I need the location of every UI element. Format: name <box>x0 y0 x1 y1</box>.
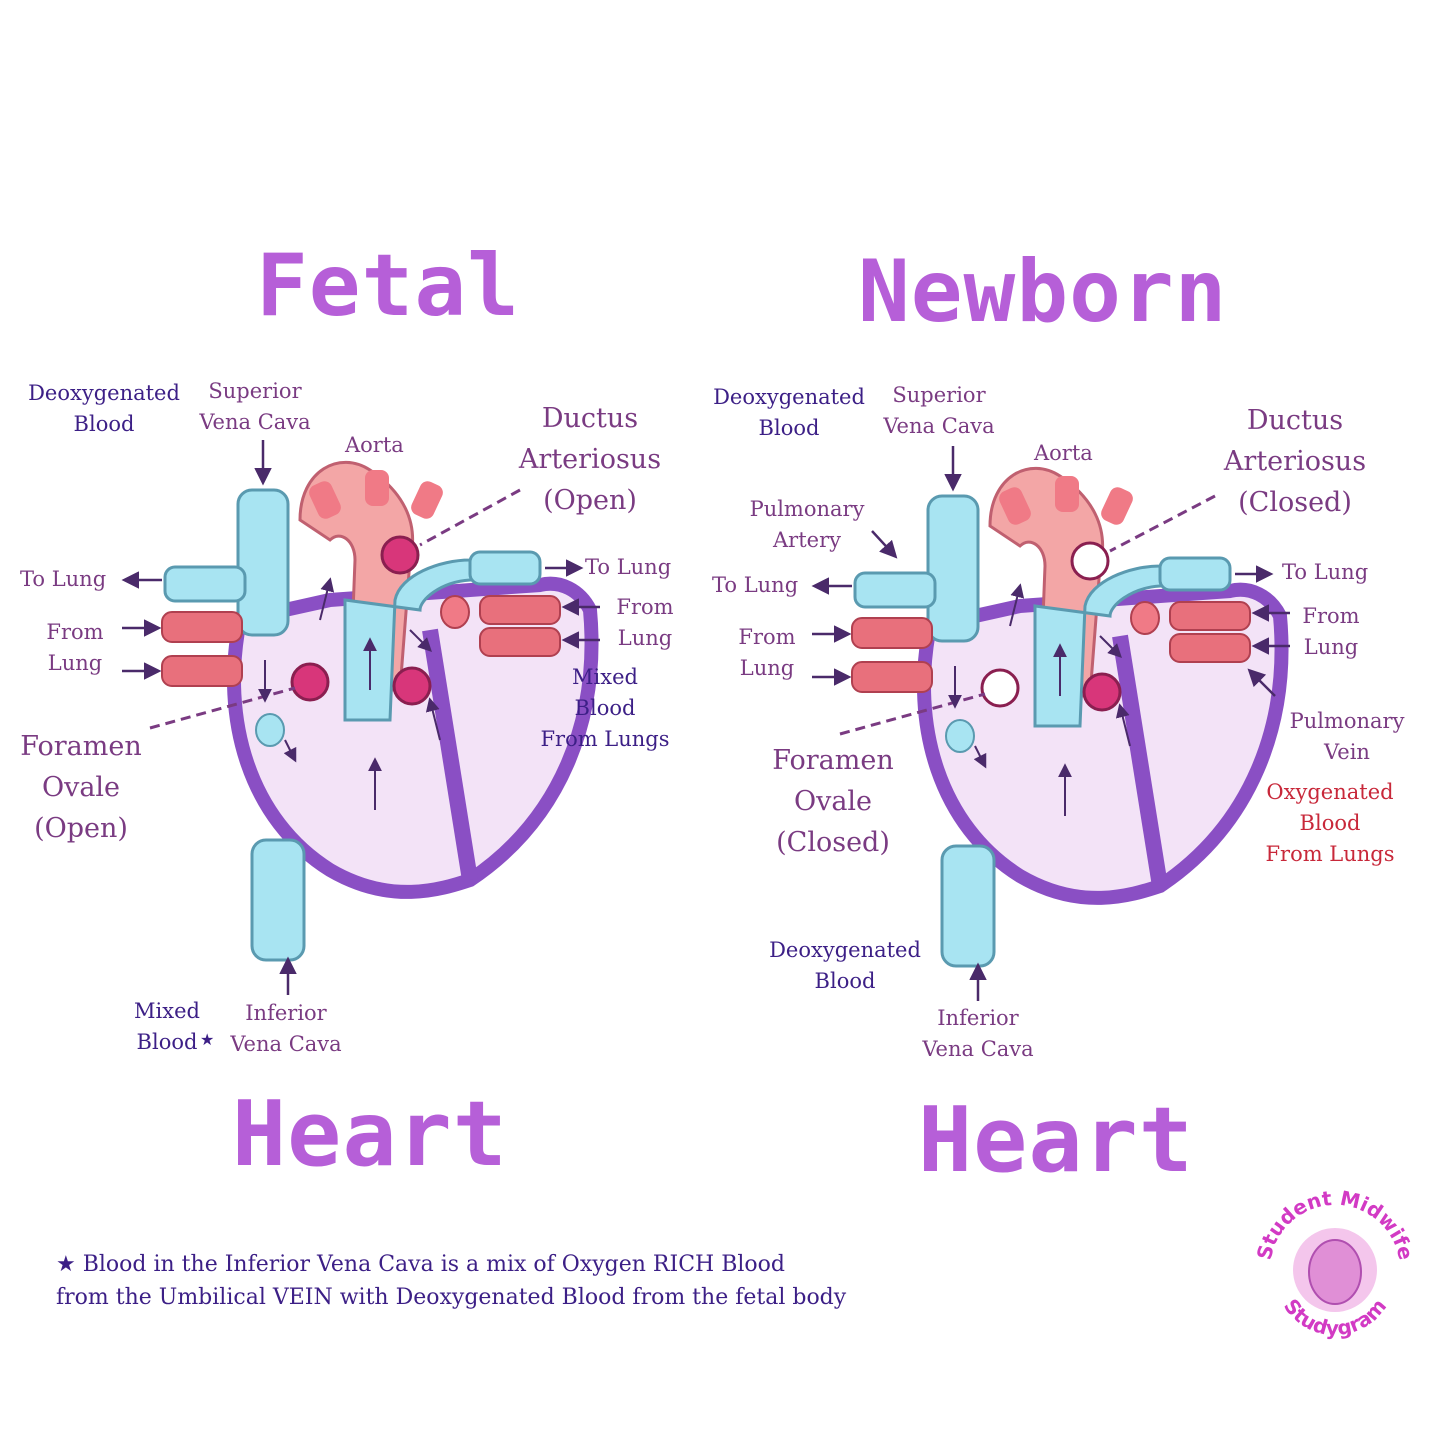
septum <box>422 628 478 882</box>
foramen-ovale-open <box>290 662 330 702</box>
from-lung-left-vessel-2 <box>161 655 243 687</box>
aortic-valve <box>392 666 432 706</box>
footnote-line-2: from the Umbilical VEIN with Deoxygenate… <box>56 1285 847 1310</box>
aorta-branch-1 <box>309 481 341 519</box>
fetal-title: Fetal <box>256 236 520 336</box>
from-lung-left-vessel-1 <box>851 617 933 649</box>
ivc <box>250 838 306 962</box>
fetal-aorta-label: Aorta <box>345 433 404 457</box>
ductus-arteriosus-open <box>380 535 420 575</box>
flow-arrow <box>283 739 297 763</box>
tricuspid-valve <box>255 713 285 747</box>
mitral-valve <box>440 595 470 629</box>
newborn-heart-title: Heart <box>918 1088 1194 1193</box>
fetal-heart-title: Heart <box>232 1082 508 1187</box>
to-lung-right-vessel <box>1158 556 1232 592</box>
mitral-valve <box>1130 601 1160 635</box>
to-lung-left-vessel <box>853 571 937 609</box>
from-lung-left-vessel-1 <box>161 611 243 643</box>
svc <box>926 494 980 643</box>
from-lung-right-vessel-1 <box>1169 601 1251 631</box>
fetal-to-lung-left-label: To Lung <box>20 567 107 591</box>
to-lung-left-vessel <box>163 565 247 603</box>
foramen-pointer <box>149 686 296 730</box>
baby-icon <box>1308 1239 1362 1305</box>
from-lung-right-vessel-2 <box>479 627 561 657</box>
aortic-valve <box>1082 672 1122 712</box>
flow-arrow <box>425 697 441 741</box>
aorta-branch-2 <box>365 470 389 506</box>
flow-arrow <box>1099 635 1122 658</box>
student-midwife-logo: Student Midwife Studygram <box>1252 1186 1418 1340</box>
ivc <box>940 844 996 968</box>
ductus-pointer <box>419 488 521 547</box>
svc <box>236 488 290 637</box>
pulmonary-vein-arrow <box>1247 668 1276 697</box>
fetal-heart-diagram <box>121 440 600 995</box>
aorta-branch-2 <box>1055 476 1079 512</box>
flow-arrow <box>973 745 987 769</box>
flow-arrow <box>1009 583 1025 627</box>
aorta-branch-1 <box>999 487 1031 525</box>
newborn-heart-diagram <box>811 446 1290 1001</box>
ductus-arteriosus-closed <box>1070 541 1110 581</box>
aorta-branch-3 <box>1101 487 1133 525</box>
from-lung-right-vessel-2 <box>1169 633 1251 663</box>
flow-arrow <box>1115 703 1131 747</box>
from-lung-right-vessel-1 <box>479 595 561 625</box>
newborn-to-lung-left-label: To Lung <box>712 573 799 597</box>
flow-arrow <box>319 577 335 621</box>
foramen-pointer <box>839 692 986 736</box>
aorta-branch-3 <box>411 481 443 519</box>
fetal-to-lung-right-label: To Lung <box>585 555 672 579</box>
footnote: ★ Blood in the Inferior Vena Cava is a m… <box>56 1248 846 1314</box>
septum <box>1112 634 1168 888</box>
pulmonary-artery-arrow <box>871 530 898 559</box>
flow-arrow <box>409 629 432 652</box>
from-lung-left-vessel-2 <box>851 661 933 693</box>
footnote-line-1: ★ Blood in the Inferior Vena Cava is a m… <box>56 1252 785 1277</box>
newborn-title: Newborn <box>858 242 1228 342</box>
foramen-ovale-closed <box>980 668 1020 708</box>
newborn-aorta-label: Aorta <box>1034 441 1093 465</box>
ductus-pointer <box>1109 494 1216 553</box>
star-icon: ★ <box>200 1030 215 1049</box>
tricuspid-valve <box>945 719 975 753</box>
to-lung-right-vessel <box>468 550 542 586</box>
newborn-to-lung-right-label: To Lung <box>1282 560 1369 584</box>
